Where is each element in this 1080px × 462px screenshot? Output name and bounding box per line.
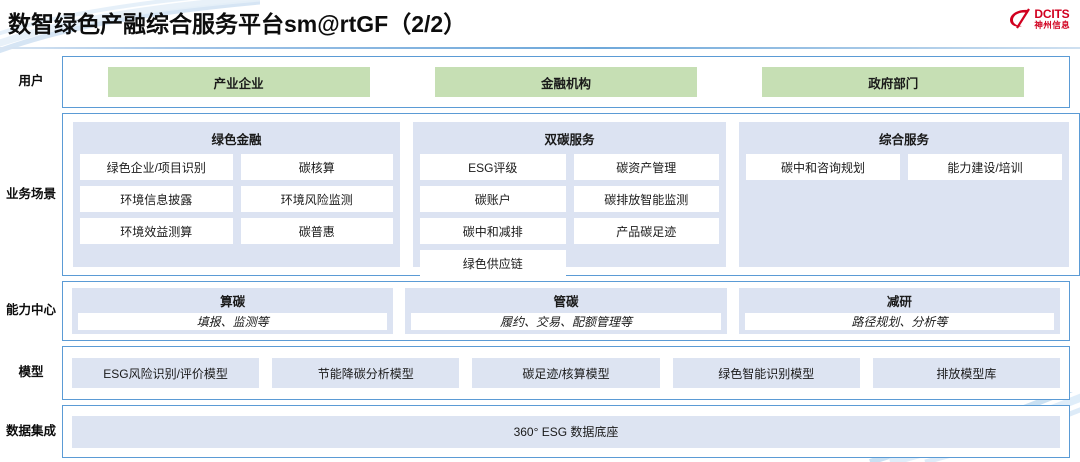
- scenario-tile[interactable]: 绿色企业/项目识别: [80, 154, 233, 180]
- scenario-group-title: 双碳服务: [544, 133, 595, 147]
- scenario-group-comprehensive: 综合服务 碳中和咨询规划 能力建设/培训: [739, 122, 1069, 267]
- model-box-energy-saving[interactable]: 节能降碳分析模型: [272, 358, 460, 388]
- row-users: 用户 产业企业 金融机构 政府部门: [0, 56, 1080, 108]
- scenario-tile[interactable]: 碳中和咨询规划: [746, 154, 900, 180]
- header-divider: [0, 47, 1080, 49]
- row-label-model: 模型: [18, 365, 44, 380]
- scenario-tile[interactable]: 碳账户: [420, 186, 566, 212]
- scenario-tile[interactable]: ESG评级: [420, 154, 566, 180]
- scenario-tile[interactable]: 产品碳足迹: [573, 218, 719, 244]
- row-label-business-scenarios: 业务场景: [5, 186, 56, 201]
- capability-group-title: 管碳: [553, 295, 579, 309]
- user-box-government[interactable]: 政府部门: [762, 67, 1025, 97]
- user-box-financial[interactable]: 金融机构: [434, 67, 697, 97]
- row-model: 模型 ESG风险识别/评价模型 节能降碳分析模型 碳足迹/核算模型 绿色智能识别…: [0, 346, 1080, 400]
- scenario-group-title: 综合服务: [878, 133, 929, 147]
- capability-group-reduce-research[interactable]: 减研 路径规划、分析等: [738, 288, 1060, 334]
- model-box-esg-risk[interactable]: ESG风险识别/评价模型: [72, 358, 260, 388]
- row-label-capability-center: 能力中心: [5, 303, 56, 318]
- page-title: 数智绿色产融综合服务平台sm@rtGF（2/2）: [8, 11, 467, 37]
- scenario-tile[interactable]: 绿色供应链: [420, 250, 566, 276]
- row-body-model: ESG风险识别/评价模型 节能降碳分析模型 碳足迹/核算模型 绿色智能识别模型 …: [62, 346, 1070, 400]
- row-business-scenarios: 业务场景 绿色金融 绿色企业/项目识别 碳核算 环境信息披露 环境风险监测 环境…: [0, 113, 1080, 276]
- row-body-data-integration: 360° ESG 数据底座: [62, 405, 1070, 458]
- model-box-green-recognition[interactable]: 绿色智能识别模型: [672, 358, 860, 388]
- row-capability-center: 能力中心 算碳 填报、监测等 管碳 履约、交易、配额管理等 减研 路径规划、分析…: [0, 281, 1080, 341]
- scenario-tile[interactable]: 环境信息披露: [80, 186, 233, 212]
- user-box-industry[interactable]: 产业企业: [107, 67, 370, 97]
- scenario-tile[interactable]: 能力建设/培训: [908, 154, 1062, 180]
- architecture-diagram: 用户 产业企业 金融机构 政府部门 业务场景 绿色金融: [0, 51, 1080, 462]
- scenario-group-green-finance: 绿色金融 绿色企业/项目识别 碳核算 环境信息披露 环境风险监测 环境效益测算 …: [73, 122, 400, 267]
- model-box-emission-library[interactable]: 排放模型库: [872, 358, 1061, 388]
- model-box-carbon-footprint[interactable]: 碳足迹/核算模型: [472, 358, 660, 388]
- scenario-tile[interactable]: 环境风险监测: [240, 186, 393, 212]
- row-label-data-integration: 数据集成: [5, 423, 56, 438]
- logo-text-en: DCITS: [1034, 7, 1070, 21]
- scenario-tile[interactable]: 碳核算: [240, 154, 393, 180]
- scenario-tile[interactable]: 碳普惠: [240, 218, 393, 244]
- capability-group-subtitle: 路径规划、分析等: [744, 313, 1054, 330]
- dcits-logo: DCITS 神州信息: [1008, 8, 1070, 30]
- scenario-tile[interactable]: 碳中和减排: [420, 218, 566, 244]
- scenario-group-title: 绿色金融: [211, 133, 262, 147]
- scenario-tile[interactable]: 碳资产管理: [573, 154, 719, 180]
- row-body-business-scenarios: 绿色金融 绿色企业/项目识别 碳核算 环境信息披露 环境风险监测 环境效益测算 …: [62, 113, 1080, 276]
- capability-group-manage-carbon[interactable]: 管碳 履约、交易、配额管理等: [405, 288, 727, 334]
- row-body-users: 产业企业 金融机构 政府部门: [62, 56, 1070, 108]
- capability-group-title: 减研: [886, 295, 912, 309]
- scenario-group-dual-carbon: 双碳服务 ESG评级 碳资产管理 碳账户 碳排放智能监测 碳中和减排 产品碳足迹…: [413, 122, 726, 276]
- logo-wordmark: DCITS 神州信息: [1034, 8, 1070, 30]
- logo-text-cn: 神州信息: [1034, 20, 1070, 30]
- capability-group-subtitle: 履约、交易、配额管理等: [411, 313, 721, 330]
- scenario-tile[interactable]: 环境效益测算: [80, 218, 233, 244]
- scenario-tile[interactable]: 碳排放智能监测: [573, 186, 719, 212]
- page-header: 数智绿色产融综合服务平台sm@rtGF（2/2） DCITS 神州信息: [0, 0, 1080, 47]
- capability-group-title: 算碳: [220, 295, 246, 309]
- row-body-capability-center: 算碳 填报、监测等 管碳 履约、交易、配额管理等 减研 路径规划、分析等: [62, 281, 1070, 341]
- capability-group-subtitle: 填报、监测等: [78, 313, 388, 330]
- user-cell: 政府部门: [730, 67, 1057, 97]
- logo-swirl-icon: [1008, 8, 1031, 29]
- data-box-esg-foundation[interactable]: 360° ESG 数据底座: [72, 415, 1060, 448]
- row-label-users: 用户: [18, 74, 44, 89]
- user-cell: 产业企业: [75, 67, 402, 97]
- capability-group-calculate-carbon[interactable]: 算碳 填报、监测等: [72, 288, 394, 334]
- user-cell: 金融机构: [402, 67, 729, 97]
- row-data-integration: 数据集成 360° ESG 数据底座: [0, 405, 1080, 458]
